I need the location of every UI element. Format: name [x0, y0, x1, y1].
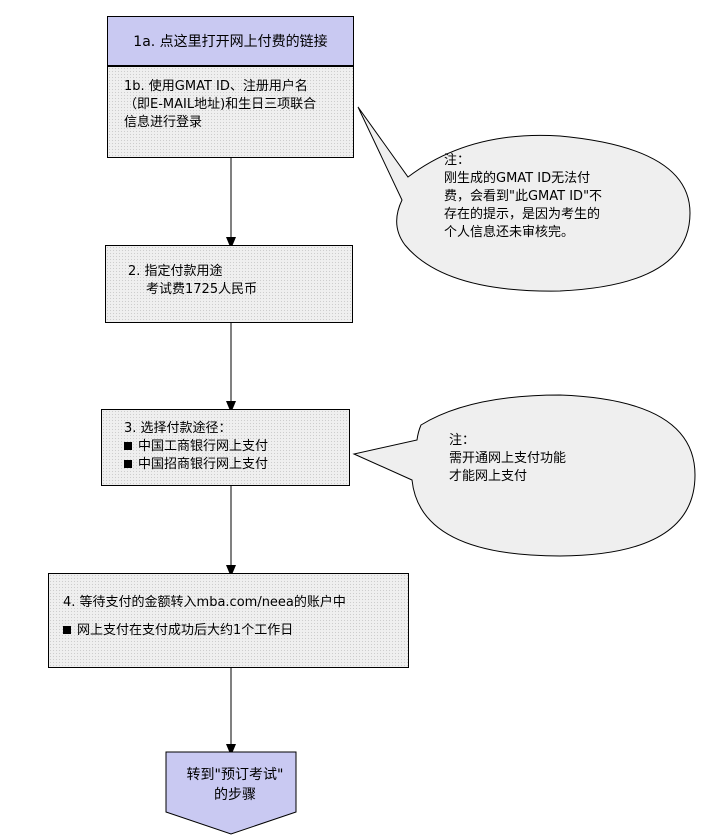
step-2-box: 2. 指定付款用途 考试费1725人民币: [105, 245, 353, 323]
step-1b-line-3: 信息进行登录: [124, 115, 203, 130]
step-1b-line-1: 1b. 使用GMAT ID、注册用户名: [124, 79, 308, 94]
callout-1-line-2: 费，会看到"此GMAT ID"不: [444, 189, 603, 204]
step-3-item-icbc: 中国工商银行网上支付: [124, 438, 339, 456]
step-4-note-label: 网上支付在支付成功后大约1个工作日: [77, 623, 294, 638]
step-3-item-icbc-label: 中国工商银行网上支付: [138, 439, 269, 454]
callout-2-heading: 注：: [449, 433, 476, 448]
callout-1-line-3: 存在的提示，是因为考生的: [444, 207, 601, 222]
final-step-line-2: 的步骤: [214, 787, 256, 803]
step-3-item-cmb: 中国招商银行网上支付: [124, 456, 339, 474]
step-1b-line-2: （即E-MAIL地址)和生日三项联合: [124, 97, 317, 112]
final-step-line-1: 转到"预订考试": [186, 767, 284, 783]
callout-2-text: 注： 需开通网上支付功能 才能网上支付: [449, 432, 639, 486]
callout-2-line-2: 才能网上支付: [449, 469, 528, 484]
callout-1-line-4: 个人信息还未审核完。: [444, 225, 575, 240]
callout-1-line-1: 刚生成的GMAT ID无法付: [444, 171, 591, 186]
square-bullet-icon: [124, 442, 132, 450]
step-1b-box: 1b. 使用GMAT ID、注册用户名 （即E-MAIL地址)和生日三项联合 信…: [107, 66, 354, 158]
square-bullet-icon: [124, 460, 132, 468]
step-2-detail: 考试费1725人民币: [146, 282, 258, 297]
final-step-shape: [165, 751, 297, 835]
square-bullet-icon: [63, 626, 71, 634]
callout-2-line-1: 需开通网上支付功能: [449, 451, 567, 466]
step-4-box: 4. 等待支付的金额转入mba.com/neea的账户中 网上支付在支付成功后大…: [48, 573, 409, 668]
step-4-note: 网上支付在支付成功后大约1个工作日: [63, 622, 398, 640]
callout-bubble-2: [352, 394, 696, 557]
step-3-item-cmb-label: 中国招商银行网上支付: [138, 457, 269, 472]
callout-1-heading: 注：: [444, 153, 471, 168]
step-2-title: 2. 指定付款用途: [128, 264, 223, 279]
step-3-box: 3. 选择付款途径： 中国工商银行网上支付 中国招商银行网上支付: [101, 409, 350, 486]
final-step-label[interactable]: 转到"预订考试" 的步骤: [166, 765, 304, 805]
step-4-title: 4. 等待支付的金额转入mba.com/neea的账户中: [63, 595, 346, 610]
callout-1-text: 注： 刚生成的GMAT ID无法付 费，会看到"此GMAT ID"不 存在的提示…: [444, 152, 669, 242]
step-1a-link-box[interactable]: 1a. 点这里打开网上付费的链接: [107, 16, 354, 66]
step-3-title: 3. 选择付款途径：: [124, 421, 232, 436]
step-1a-label: 1a. 点这里打开网上付费的链接: [133, 34, 328, 50]
callout-bubble-1: [357, 106, 691, 292]
